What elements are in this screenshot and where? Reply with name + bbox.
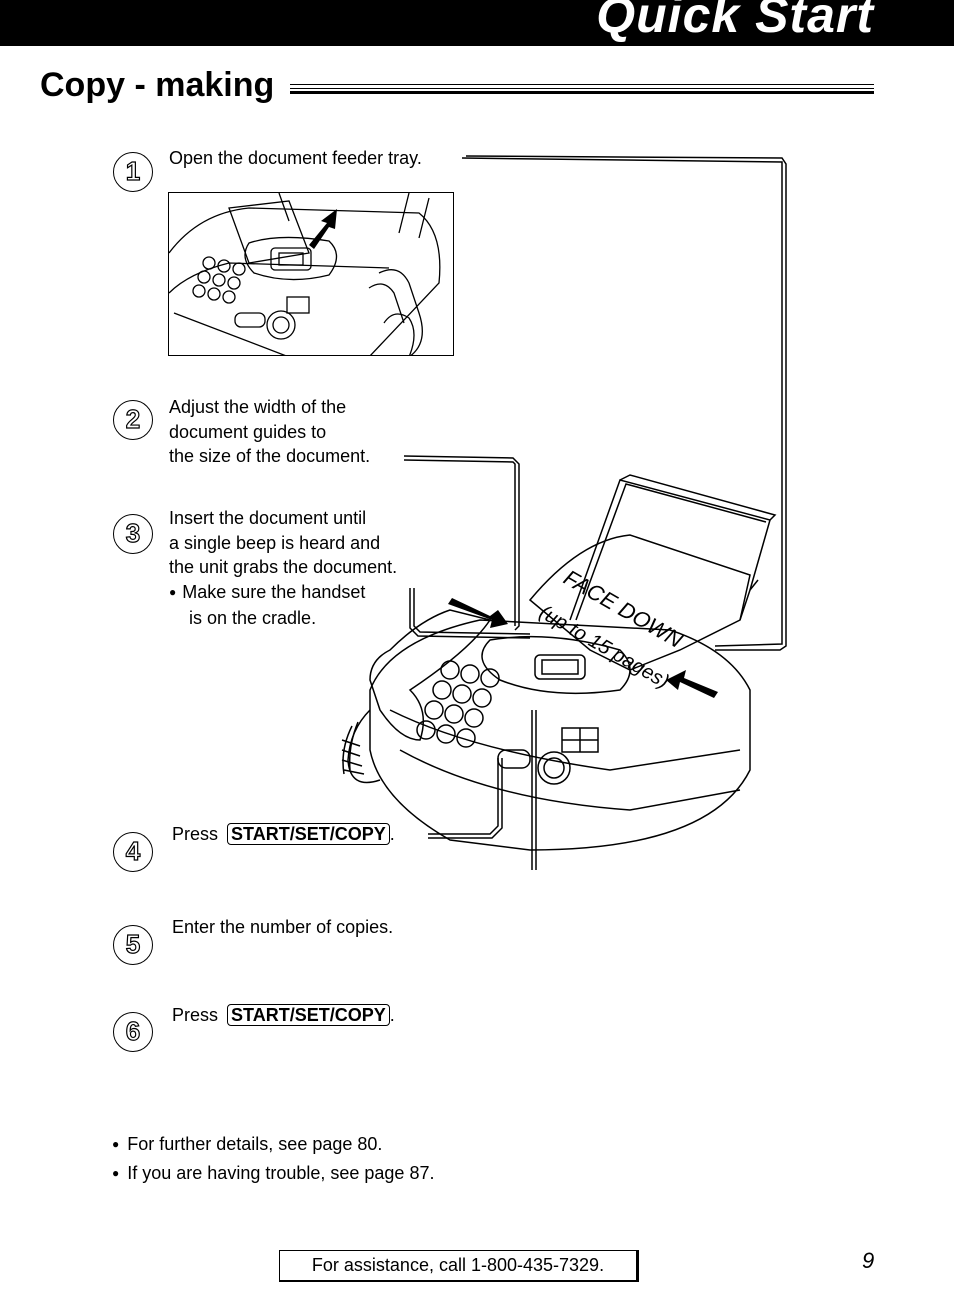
- fax-machine-illustration: FACE DOWN (up to 15 pages): [330, 150, 800, 933]
- title-rule: [290, 84, 874, 94]
- step-2-line-2: document guides to: [169, 421, 327, 442]
- step-4-number: 4: [113, 832, 153, 872]
- step-5-number: 5: [113, 925, 153, 965]
- step-4-suffix: .: [389, 824, 395, 844]
- note-item: If you are having trouble, see page 87.: [112, 1160, 434, 1189]
- step-6-suffix: .: [389, 1005, 395, 1025]
- start-set-copy-key: START/SET/COPY: [227, 1004, 390, 1026]
- header-title: Quick Start: [596, 0, 874, 43]
- step-1-line: Open the document feeder tray.: [169, 148, 422, 168]
- step-3-note-line-1: Make sure the handset: [169, 580, 397, 607]
- step-2-text: Adjust the width of the document guides …: [169, 395, 370, 469]
- step-4-text: Press START/SET/COPY.: [172, 822, 395, 847]
- header-bar: Quick Start: [0, 0, 954, 46]
- start-set-copy-key: START/SET/COPY: [227, 823, 390, 845]
- page-number: 9: [862, 1248, 875, 1273]
- step-5-text: Enter the number of copies.: [172, 915, 393, 940]
- step-3-line-1: Insert the document until: [169, 508, 367, 528]
- open-tray-illustration: [168, 192, 454, 356]
- step-1-text: Open the document feeder tray.: [169, 146, 422, 171]
- step-6-prefix: Press: [172, 1005, 219, 1025]
- step-3-text: Insert the document until a single beep …: [169, 506, 397, 631]
- step-4-prefix: Press: [172, 824, 219, 844]
- assistance-box: For assistance, call 1-800-435-7329.: [279, 1250, 639, 1282]
- step-3-line-2: a single beep is heard and: [169, 532, 381, 553]
- fax-machine-drawing: FACE DOWN (up to 15 pages): [341, 155, 787, 933]
- fax-tray-drawing: [169, 193, 441, 355]
- step-5-line: Enter the number of copies.: [172, 917, 394, 937]
- section-title: Copy - making: [40, 66, 275, 104]
- step-2-number: 2: [113, 400, 153, 440]
- step-3-note-line-2: is on the cradle.: [189, 608, 317, 628]
- step-1-number: 1: [113, 152, 153, 192]
- step-2-line-1: Adjust the width of the: [169, 397, 347, 417]
- step-3-line-3: the unit grabs the document.: [169, 557, 398, 577]
- step-6-number: 6: [113, 1012, 153, 1052]
- step-3-number: 3: [113, 514, 153, 554]
- step-6-text: Press START/SET/COPY.: [172, 1003, 395, 1028]
- notes-list: For further details, see page 80. If you…: [112, 1131, 434, 1189]
- step-2-line-3: the size of the document.: [169, 446, 371, 466]
- note-item: For further details, see page 80.: [112, 1131, 434, 1160]
